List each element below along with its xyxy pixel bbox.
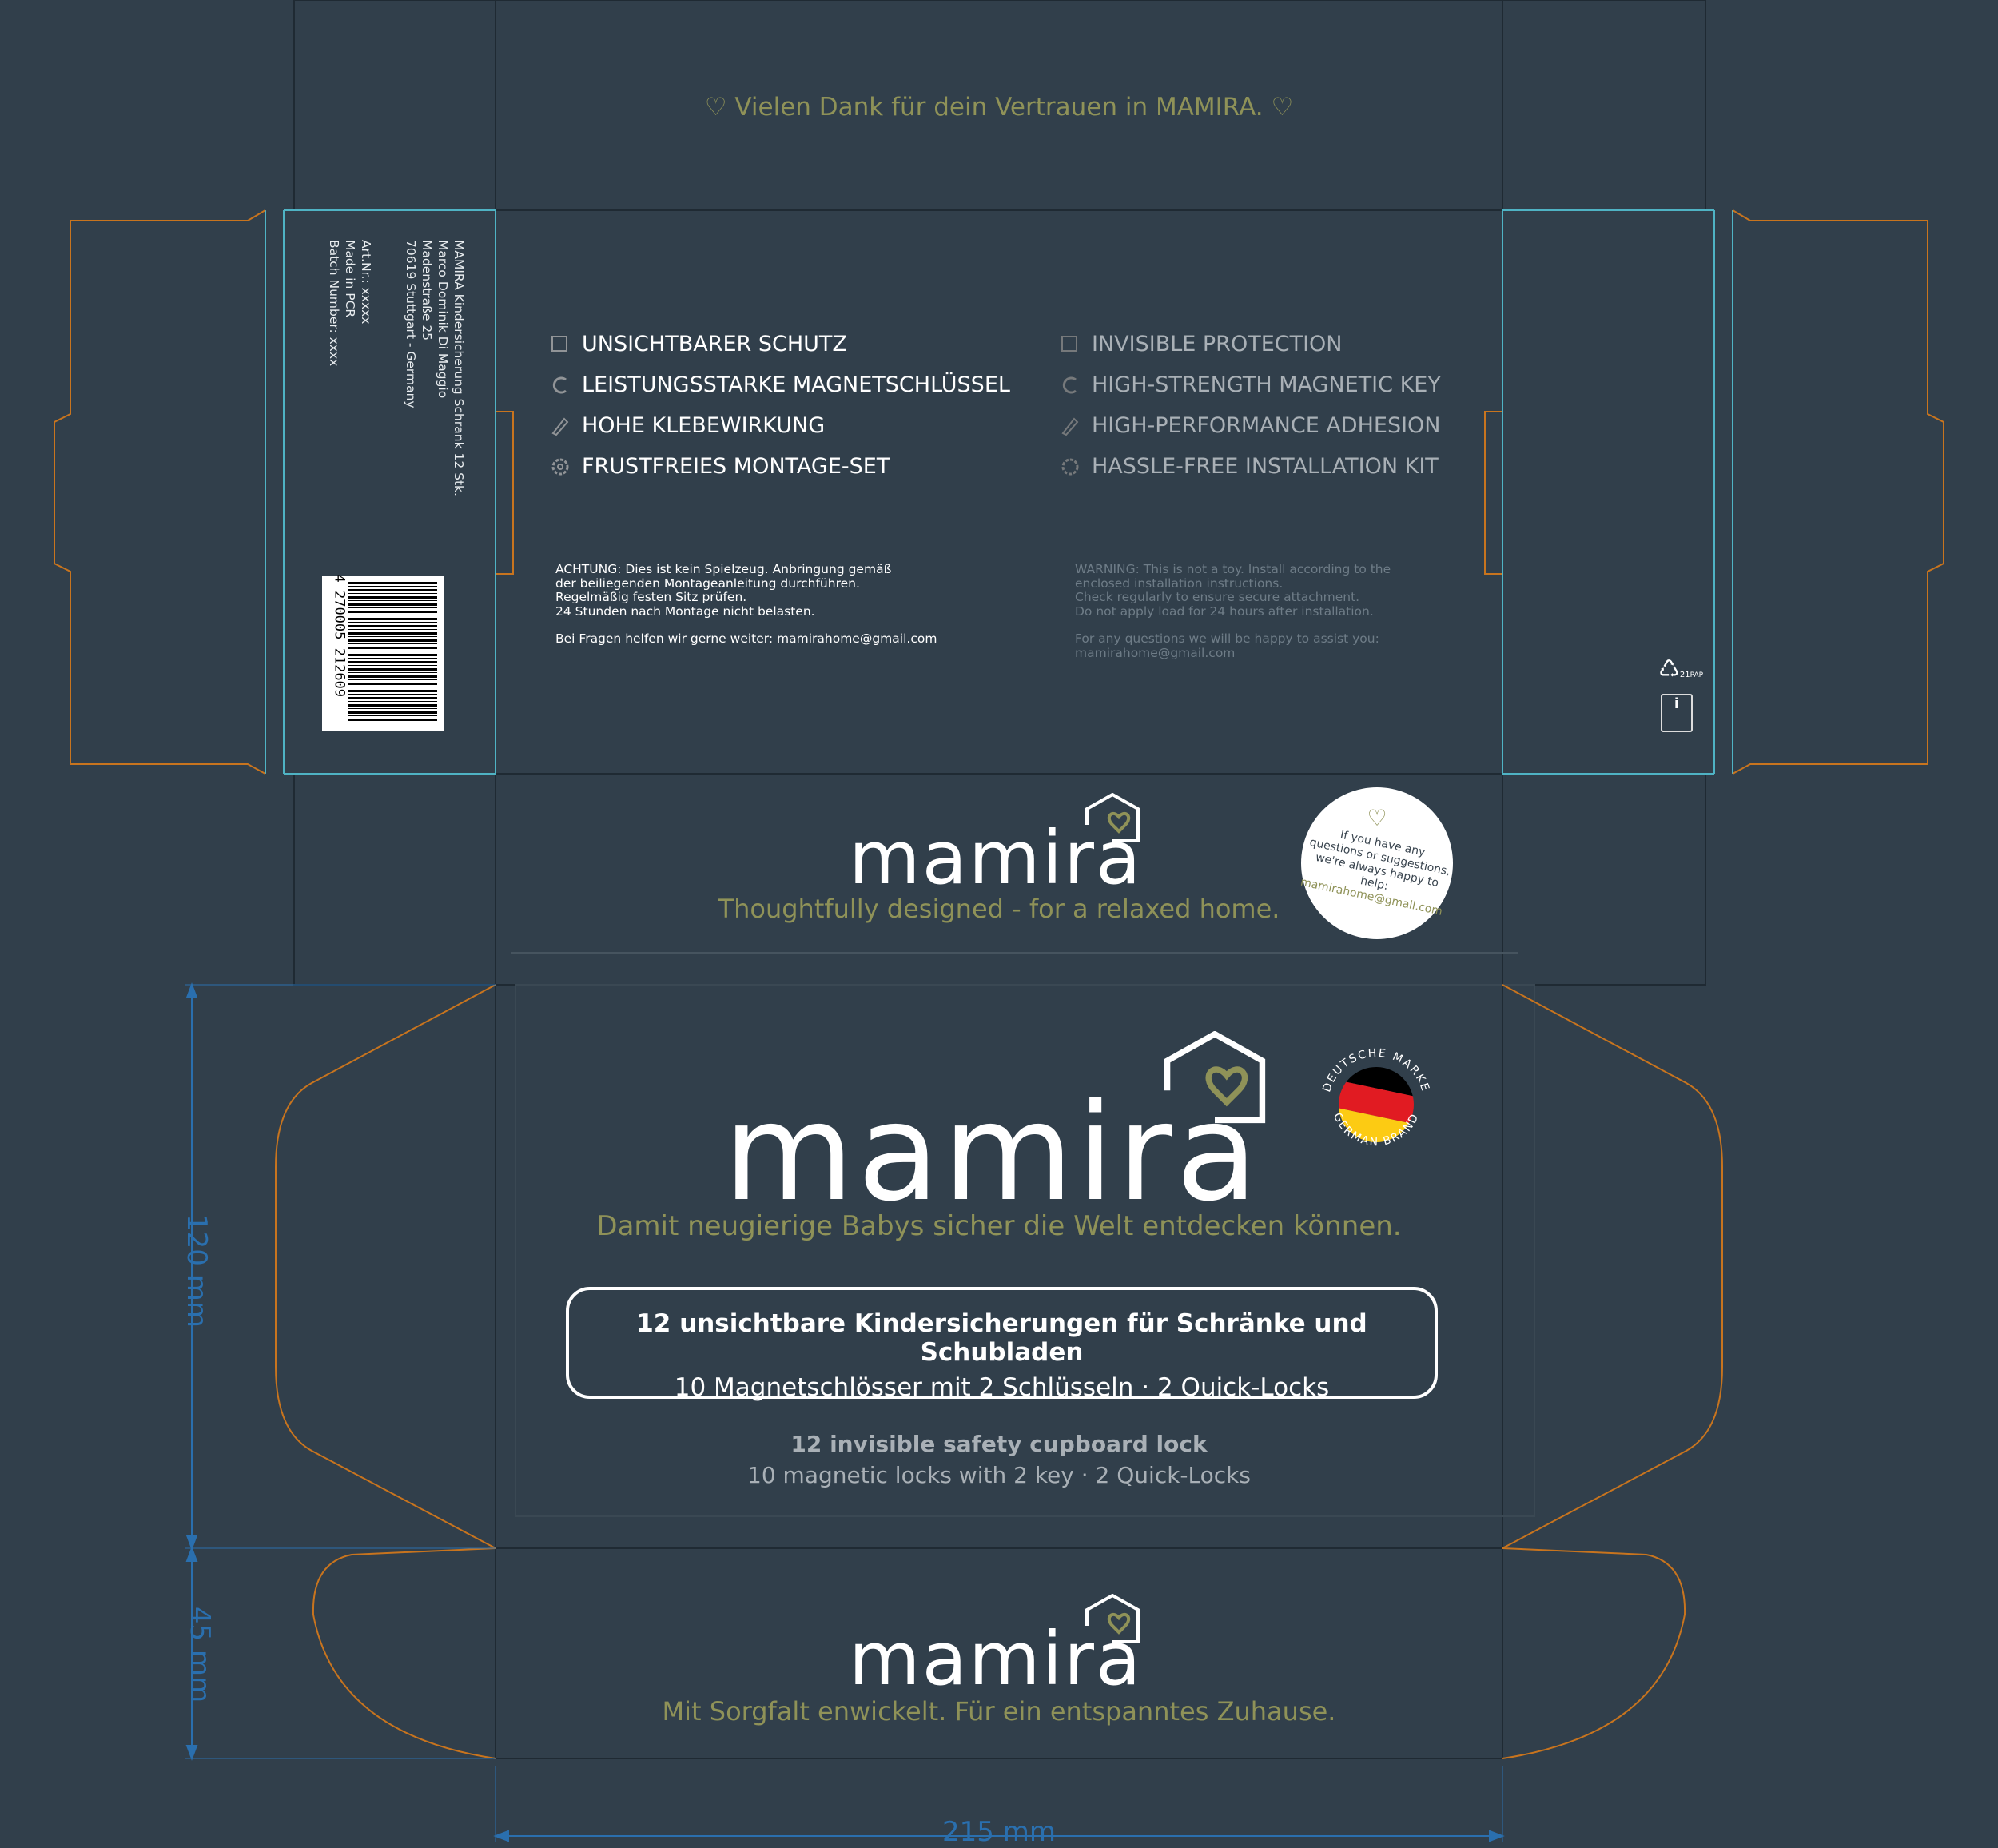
heart-icon: ♡	[1367, 805, 1387, 831]
feature-item: HOHE KLEBEWIRKUNG	[550, 405, 1010, 446]
product-box: 12 unsichtbare Kindersicherungen für Sch…	[566, 1287, 1438, 1402]
contact-de: Bei Fragen helfen wir gerne weiter: mami…	[555, 631, 937, 646]
warning-en: WARNING: This is not a toy. Install acco…	[1075, 562, 1391, 619]
feature-label: HIGH-PERFORMANCE ADHESION	[1092, 413, 1441, 438]
height-dimension: 120 mm	[180, 1214, 213, 1328]
back-slogan: Thoughtfully designed - for a relaxed ho…	[718, 894, 1280, 924]
side-panel-text: MAMIRA Kindersicherung Schrank 12 Stk. M…	[310, 240, 483, 496]
recycle-code: 21	[1679, 671, 1690, 679]
features-de: UNSICHTBARER SCHUTZ LEISTUNGSSTARKE MAGN…	[550, 324, 1010, 487]
feature-label: HIGH-STRENGTH MAGNETIC KEY	[1092, 372, 1441, 397]
brand-text: mamira	[849, 1616, 1143, 1702]
feature-item: HIGH-STRENGTH MAGNETIC KEY	[1060, 364, 1441, 405]
brand-text: mamira	[723, 1074, 1261, 1231]
house-heart-icon	[1085, 1594, 1140, 1643]
en-title: 12 invisible safety cupboard lock	[790, 1431, 1208, 1457]
brand-logo-bottom: mamira	[849, 1594, 1142, 1696]
feature-item: FRUSTFREIES MONTAGE-SET	[550, 446, 1010, 487]
brand-logo-front: mamira	[723, 1031, 1266, 1220]
contact-sticker: ♡ If you have any questions or suggestio…	[1299, 787, 1453, 939]
feature-item: INVISIBLE PROTECTION	[1060, 324, 1441, 364]
gear-icon	[1061, 458, 1079, 475]
features-en: INVISIBLE PROTECTION HIGH-STRENGTH MAGNE…	[1060, 324, 1441, 487]
feature-item: LEISTUNGSSTARKE MAGNETSCHLÜSSEL	[550, 364, 1010, 405]
width-dimension: 215 mm	[942, 1816, 1056, 1848]
german-brand-badge: DEUTSCHE MARKE GERMAN BRAND	[1317, 1045, 1435, 1164]
feature-label: HASSLE-FREE INSTALLATION KIT	[1092, 454, 1439, 479]
thanks-message: ♡ Vielen Dank für dein Vertrauen in MAMI…	[704, 93, 1294, 121]
feature-label: HOHE KLEBEWIRKUNG	[582, 413, 826, 438]
feature-item: UNSICHTBARER SCHUTZ	[550, 324, 1010, 364]
barcode: 4 270005 212609	[322, 574, 444, 731]
product-details: Art.Nr.: xxxxx Made in PCR Batch Number:…	[327, 240, 373, 367]
box-subtitle: 10 Magnetschlösser mit 2 Schlüsseln · 2 …	[674, 1373, 1330, 1402]
magnet-icon	[1062, 376, 1077, 393]
adhesive-icon	[1061, 416, 1079, 436]
thanks-text: Vielen Dank für dein Vertrauen in MAMIRA…	[734, 93, 1264, 121]
recycle-material: PAP	[1690, 671, 1704, 679]
contact-en: For any questions we will be happy to as…	[1075, 631, 1379, 660]
box-title: 12 unsichtbare Kindersicherungen für Sch…	[636, 1309, 1367, 1367]
german-flag-icon: DEUTSCHE MARKE GERMAN BRAND	[1320, 1047, 1431, 1149]
feature-item: HASSLE-FREE INSTALLATION KIT	[1060, 446, 1441, 487]
bottom-slogan: Mit Sorgfalt enwickelt. Für ein entspann…	[662, 1696, 1336, 1727]
front-slogan: Damit neugierige Babys sicher die Welt e…	[596, 1210, 1402, 1242]
recycle-icon: ♺21PAP	[1658, 655, 1704, 683]
feature-item: HIGH-PERFORMANCE ADHESION	[1060, 405, 1441, 446]
adhesive-icon	[551, 416, 569, 436]
feature-label: LEISTUNGSSTARKE MAGNETSCHLÜSSEL	[582, 372, 1010, 397]
en-subtitle: 10 magnetic locks with 2 key · 2 Quick-L…	[747, 1462, 1251, 1488]
invisible-shield-icon	[551, 335, 567, 352]
feature-label: FRUSTFREIES MONTAGE-SET	[582, 454, 890, 479]
brand-text: mamira	[849, 815, 1143, 901]
warning-de: ACHTUNG: Dies ist kein Spielzeug. Anbrin…	[555, 562, 892, 619]
feature-label: INVISIBLE PROTECTION	[1092, 332, 1343, 356]
barcode-number: 4 270005 212609	[331, 574, 348, 698]
depth-dimension: 45 mm	[184, 1606, 217, 1703]
magnet-icon	[552, 376, 567, 393]
gear-icon	[551, 458, 569, 475]
instructions-icon: i	[1661, 694, 1693, 732]
house-heart-icon	[1164, 1031, 1266, 1124]
feature-label: UNSICHTBARER SCHUTZ	[582, 332, 847, 356]
house-heart-icon	[1085, 793, 1140, 842]
invisible-shield-icon	[1061, 335, 1077, 352]
brand-logo-back: mamira	[849, 793, 1142, 895]
address: MAMIRA Kindersicherung Schrank 12 Stk. M…	[404, 240, 466, 496]
